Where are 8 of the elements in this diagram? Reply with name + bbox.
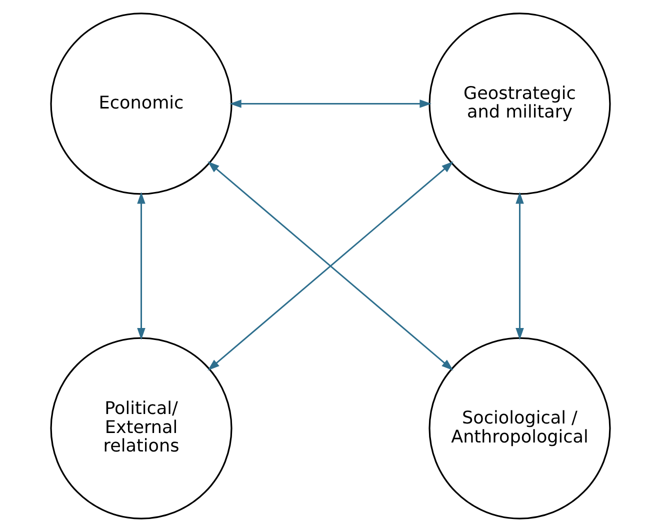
node-circle: Geostrategic and military xyxy=(428,12,610,195)
node-circle: Political/ External relations xyxy=(50,337,232,520)
node-circle: Sociological / Anthropological xyxy=(428,337,610,520)
arrow xyxy=(207,161,453,370)
arrow xyxy=(515,192,524,340)
arrow xyxy=(136,192,145,340)
arrow xyxy=(229,100,431,108)
node-circle: Economic xyxy=(50,12,232,195)
